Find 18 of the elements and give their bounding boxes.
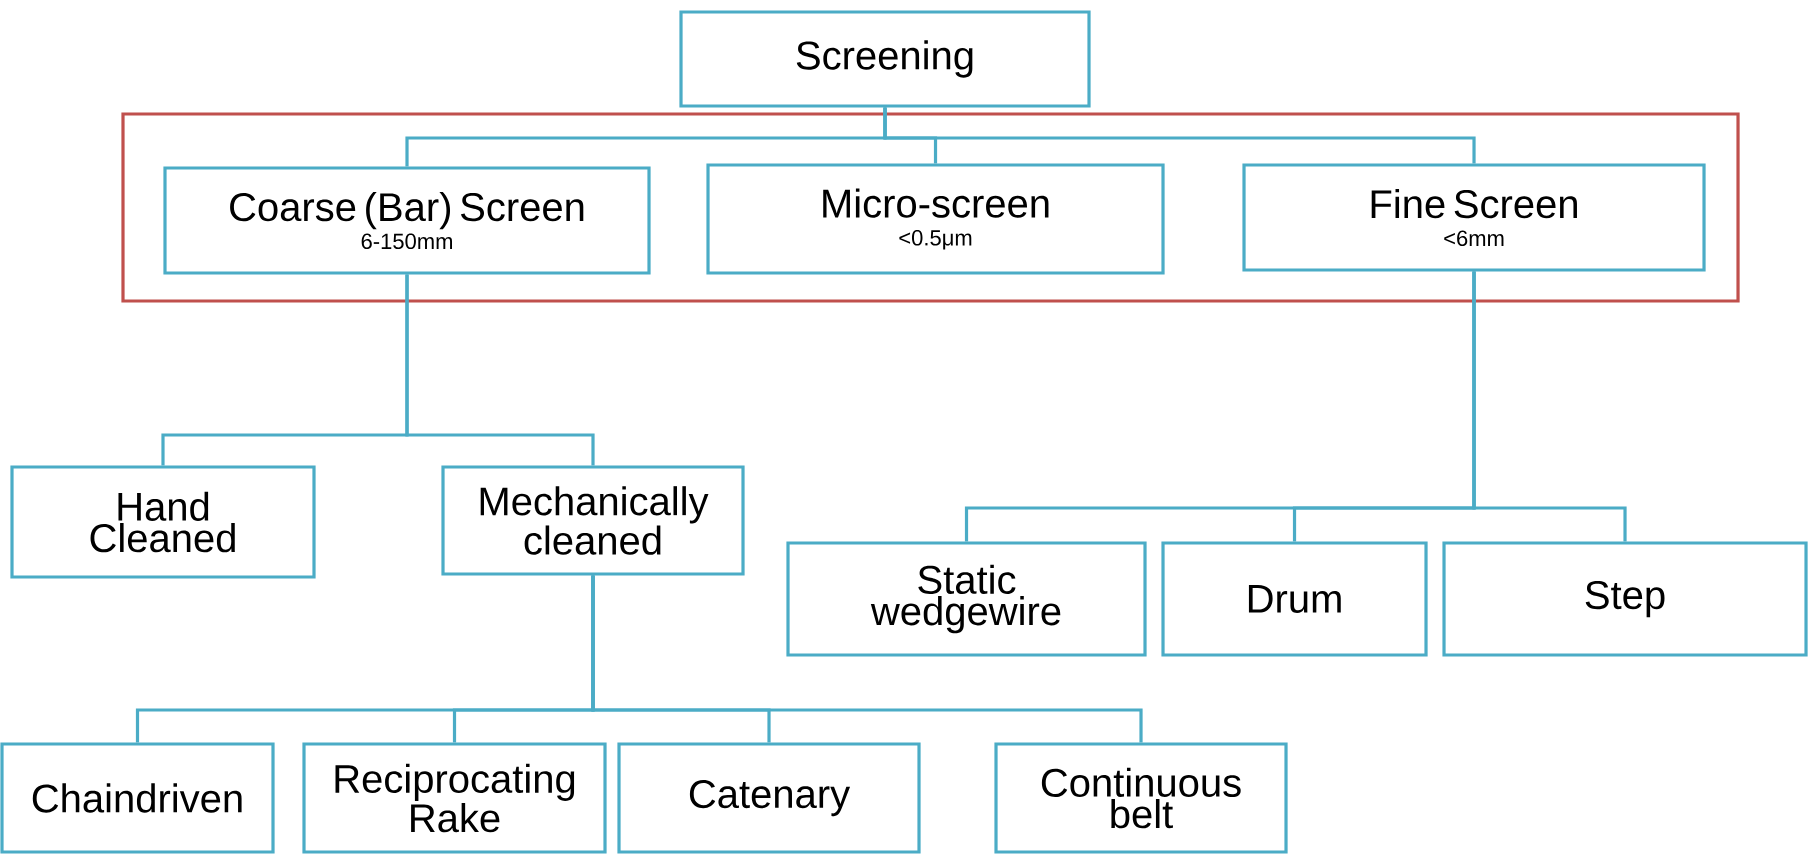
connector (591, 575, 1143, 743)
process-box: Catenary (617, 742, 921, 854)
process-box: Micro-screen <0.5μm (706, 163, 1165, 275)
group-frame (121, 112, 1740, 303)
connector (1472, 271, 1627, 542)
process-box: Static wedgewire (786, 541, 1147, 657)
process-box: Reciprocating Rake (302, 742, 607, 854)
process-box: Fine Screen <6mm (1242, 163, 1706, 272)
process-box: Continuous belt (994, 742, 1288, 854)
process-box: Coarse (Bar) Screen 6-150mm (163, 166, 651, 275)
process-box: Screening (679, 10, 1091, 108)
process-box: Hand Cleaned (10, 465, 316, 579)
connector (405, 274, 595, 466)
process-box: Drum (1161, 541, 1428, 657)
process-box: Mechanically cleaned (441, 465, 745, 576)
process-box: Step (1442, 541, 1808, 657)
process-box: Chaindriven (0, 742, 275, 854)
connector (883, 107, 1476, 164)
